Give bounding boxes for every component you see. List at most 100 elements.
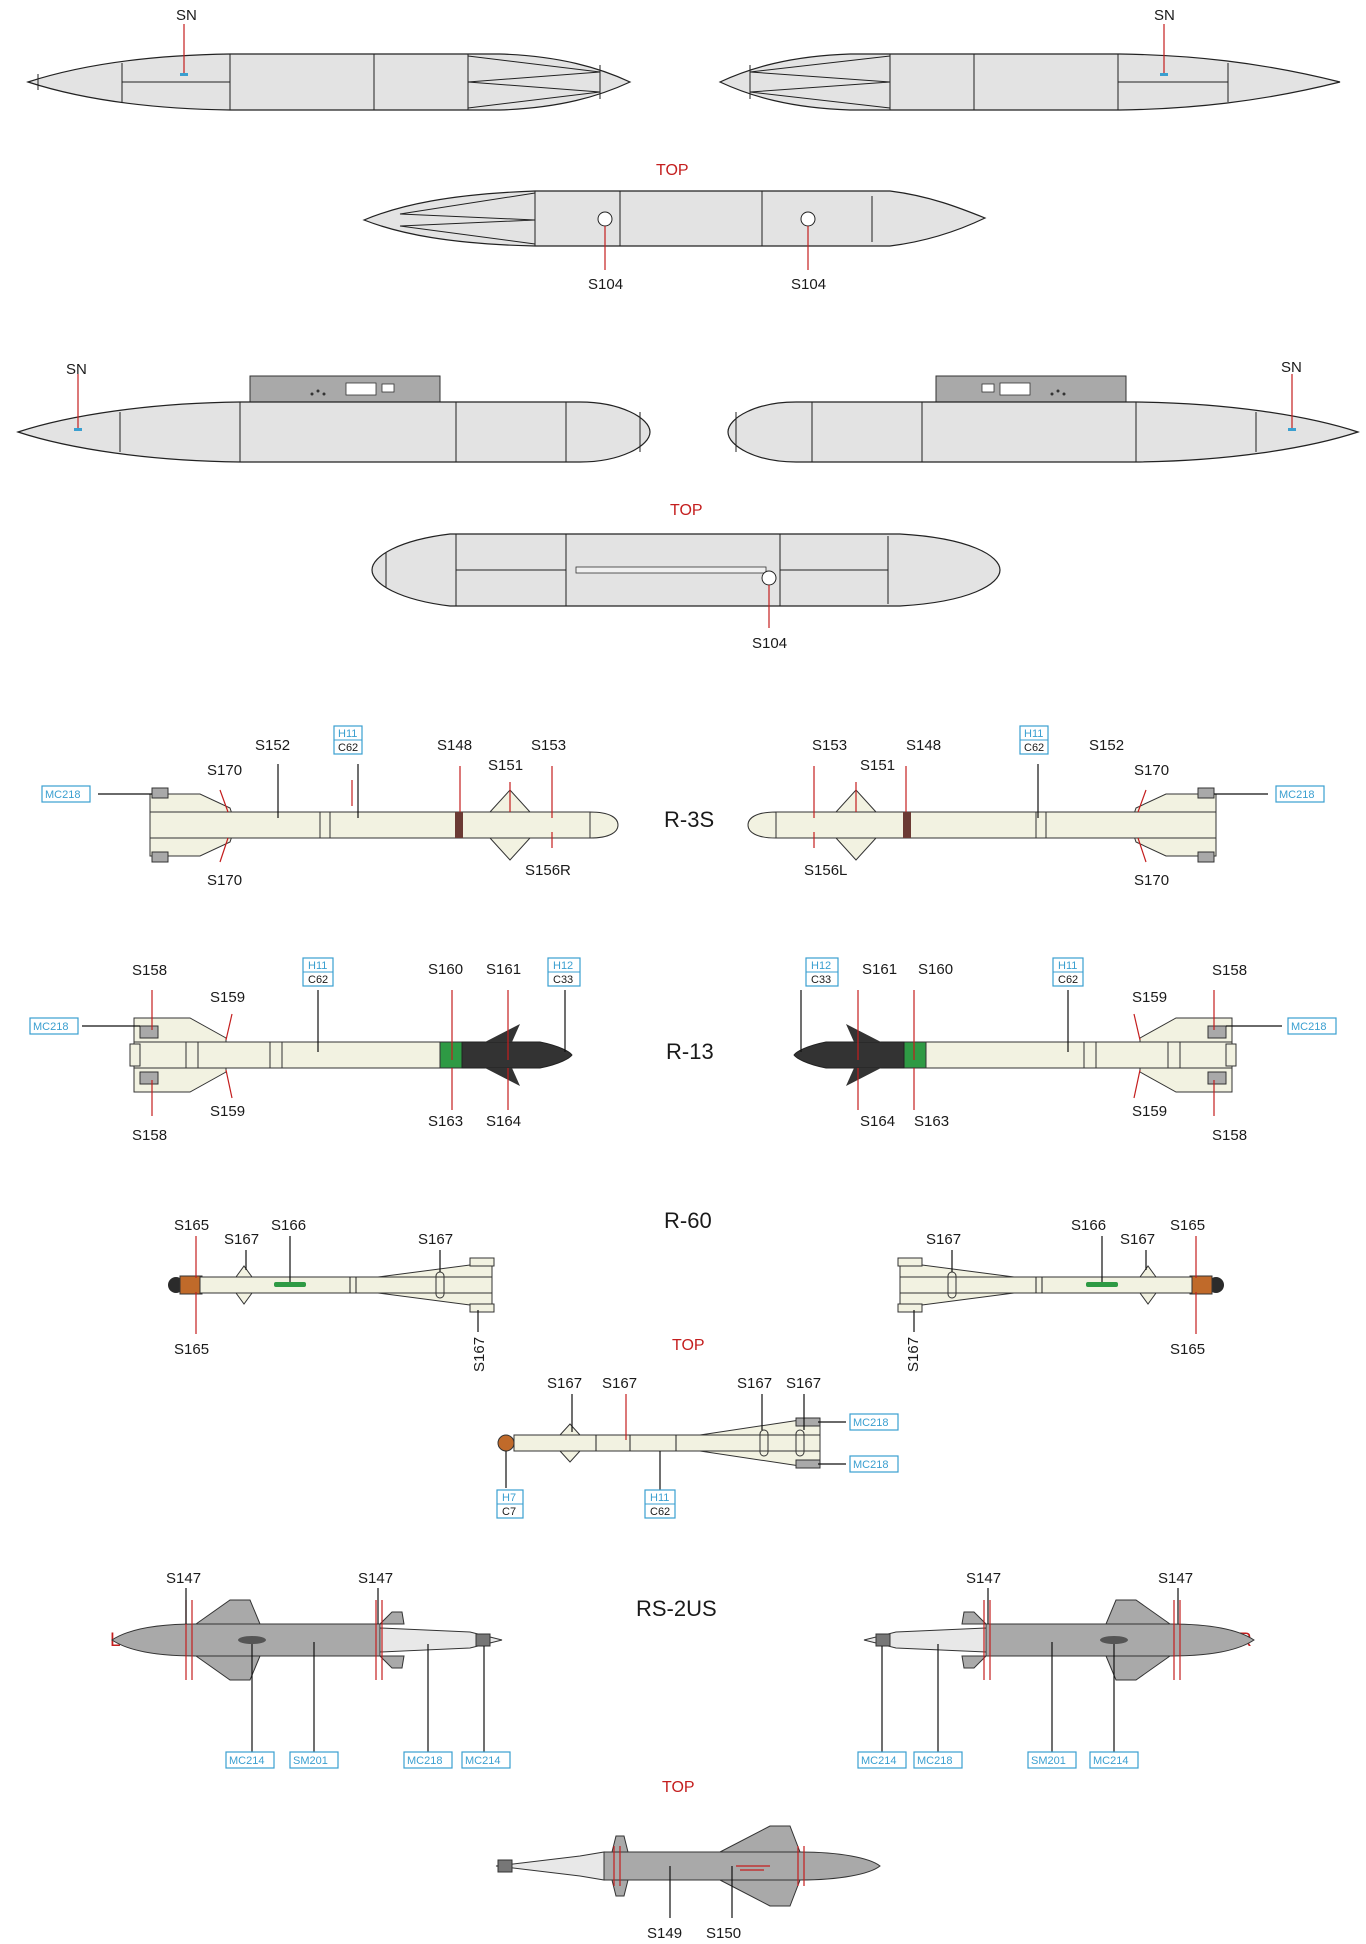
s152-label: S152 (255, 737, 290, 754)
h11-callout: H11 (650, 1492, 669, 1504)
mc218-callout: MC218 (917, 1755, 952, 1767)
s170-label: S170 (1134, 762, 1169, 779)
s153-label: S153 (812, 737, 847, 754)
s158-label: S158 (132, 1127, 167, 1144)
s104-label: S104 (588, 276, 623, 293)
c33-callout: C33 (811, 974, 831, 986)
s167-label: S167 (224, 1231, 259, 1248)
rs2us-top-view: S149 S150 (495, 1825, 881, 1942)
c62-callout: C62 (338, 742, 358, 754)
s165-label: S165 (1170, 1217, 1205, 1234)
mc218-callout: MC218 (1291, 1021, 1326, 1033)
c62-callout: C62 (308, 974, 328, 986)
s149-label: S149 (647, 1925, 682, 1942)
s156r-label: S156R (525, 862, 571, 879)
s148-label: S148 (437, 737, 472, 754)
s156l-label: S156L (804, 862, 847, 879)
s161-label: S161 (862, 961, 897, 978)
s151-label: S151 (860, 757, 895, 774)
mc218-callout: MC218 (1279, 789, 1314, 801)
s159-label: S159 (210, 1103, 245, 1120)
s147-label: S147 (358, 1570, 393, 1587)
r13-right: MC218 H12 C33 S161 S160 H11 C62 S159 S15… (793, 957, 1337, 1144)
s158-label: S158 (1212, 1127, 1247, 1144)
s158-label: S158 (132, 962, 167, 979)
missile-name-r13: R-13 (666, 1039, 714, 1064)
top-view-label: TOP (656, 162, 689, 179)
drop-tank-right-side: SN (718, 7, 1341, 111)
missile-name-r3s: R-3S (664, 807, 714, 832)
s167-label: S167 (737, 1375, 772, 1392)
s104-label: S104 (791, 276, 826, 293)
sn-label: SN (176, 7, 197, 24)
s165-label: S165 (1170, 1341, 1205, 1358)
s167-label: S167 (1120, 1231, 1155, 1248)
r3s-right: MC218 S170 S152 H11 C62 S148 S151 S153 S… (747, 725, 1325, 889)
h12-callout: H12 (553, 960, 573, 972)
s167-label: S167 (905, 1337, 922, 1372)
r60-top-view: S167 S167 S167 S167 MC218 MC218 H7 C7 H1… (496, 1375, 899, 1519)
mc218-callout: MC218 (853, 1417, 888, 1429)
mc218-callout: MC218 (853, 1459, 888, 1471)
mc218-callout: MC218 (33, 1021, 68, 1033)
s158-label: S158 (1212, 962, 1247, 979)
r60-left: S165 S167 S166 S167 S165 S167 (168, 1217, 495, 1372)
s164-label: S164 (486, 1113, 521, 1130)
s151-label: S151 (488, 757, 523, 774)
mc214-callout: MC214 (1093, 1755, 1128, 1767)
mc218-callout: MC218 (45, 789, 80, 801)
s167-label: S167 (418, 1231, 453, 1248)
s161-label: S161 (486, 961, 521, 978)
s147-label: S147 (166, 1570, 201, 1587)
s167-label: S167 (602, 1375, 637, 1392)
drop-tank-left-side: SN (26, 7, 632, 111)
s167-label: S167 (786, 1375, 821, 1392)
s160-label: S160 (428, 961, 463, 978)
sm201-callout: SM201 (1031, 1755, 1066, 1767)
rs2us-right: S147 S147 MC214 MC218 SM201 MC214 (857, 1570, 1255, 1769)
s159-label: S159 (1132, 1103, 1167, 1120)
s153-label: S153 (531, 737, 566, 754)
s167-label: S167 (547, 1375, 582, 1392)
r13-left: MC218 S158 S159 H11 C62 S160 S161 H12 C3… (29, 957, 581, 1144)
s170-label: S170 (1134, 872, 1169, 889)
mc214-callout: MC214 (861, 1755, 896, 1767)
c7-callout: C7 (502, 1506, 516, 1518)
c62-callout: C62 (650, 1506, 670, 1518)
s160-label: S160 (918, 961, 953, 978)
s163-label: S163 (428, 1113, 463, 1130)
sn-label: SN (1154, 7, 1175, 24)
r3s-left: MC218 S170 S152 H11 C62 S148 S151 S153 S… (41, 725, 619, 889)
top-view-label: TOP (672, 1337, 705, 1354)
h11-callout: H11 (1024, 728, 1043, 740)
c33-callout: C33 (553, 974, 573, 986)
rs2us-left: S147 S147 MC214 SM201 MC218 MC214 (111, 1570, 511, 1769)
s163-label: S163 (914, 1113, 949, 1130)
s164-label: S164 (860, 1113, 895, 1130)
sn-label: SN (1281, 359, 1302, 376)
s165-label: S165 (174, 1341, 209, 1358)
s159-label: S159 (210, 989, 245, 1006)
s152-label: S152 (1089, 737, 1124, 754)
h11-callout: H11 (1058, 960, 1077, 972)
s104-label: S104 (752, 635, 787, 652)
h11-callout: H11 (308, 960, 327, 972)
drop-tank-top-view: S104 S104 (362, 190, 987, 293)
top-view-label: TOP (662, 1779, 695, 1796)
h11-callout: H11 (338, 728, 357, 740)
sn-label: SN (66, 361, 87, 378)
s170-label: S170 (207, 762, 242, 779)
mc214-callout: MC214 (229, 1755, 264, 1767)
h12-callout: H12 (811, 960, 831, 972)
s167-label: S167 (926, 1231, 961, 1248)
c62-callout: C62 (1024, 742, 1044, 754)
top-view-label: TOP (670, 502, 703, 519)
s167-label: S167 (471, 1337, 488, 1372)
mc218-callout: MC218 (407, 1755, 442, 1767)
s148-label: S148 (906, 737, 941, 754)
s147-label: S147 (1158, 1570, 1193, 1587)
s166-label: S166 (1071, 1217, 1106, 1234)
pod-left-side: SN (16, 361, 651, 463)
missile-name-r60: R-60 (664, 1208, 712, 1233)
